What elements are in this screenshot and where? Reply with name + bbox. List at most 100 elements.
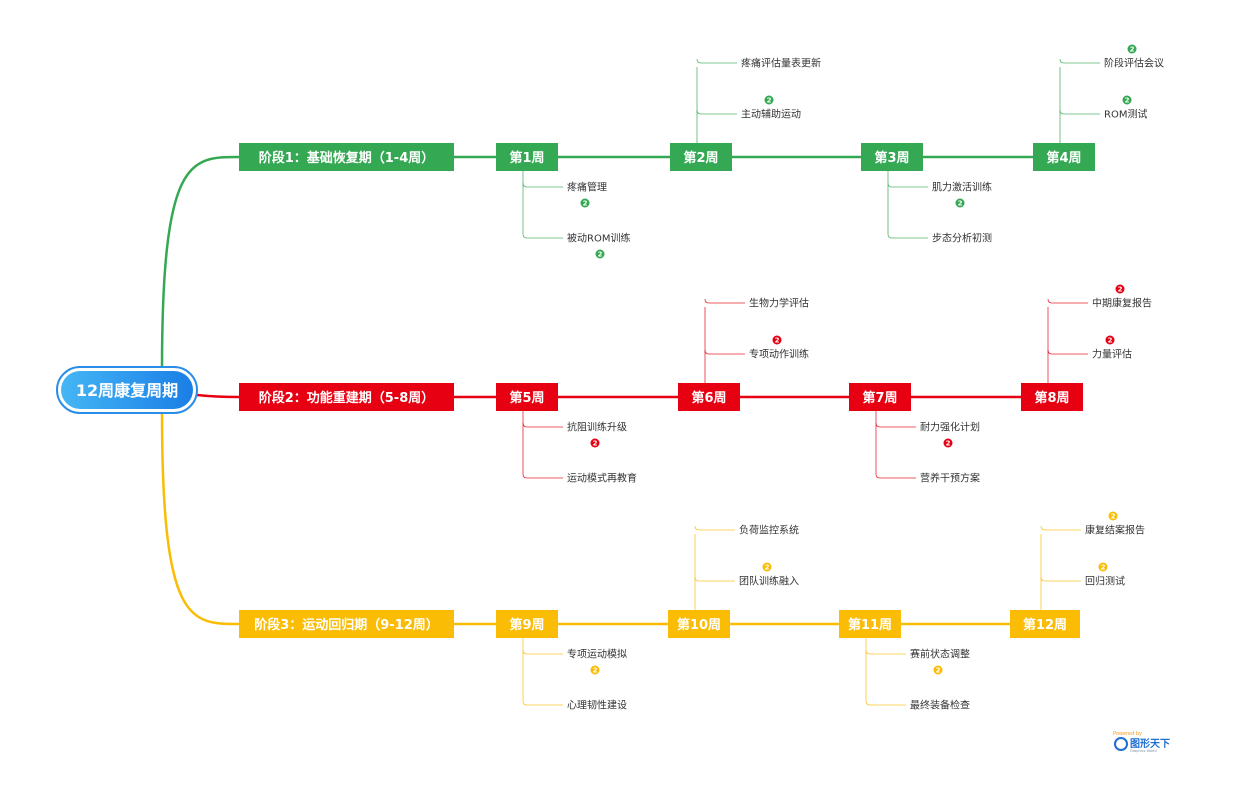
week-1-2-label: 第7周 (862, 390, 897, 406)
logo-sub-text: Graphics World (1130, 749, 1157, 753)
week-1-0-label: 第5周 (509, 390, 544, 406)
task-2-1-1-label: 团队训练融入 (739, 575, 799, 588)
connector-week-2-2-task-1 (865, 700, 906, 706)
connector-week-1-0-task-1 (522, 473, 563, 479)
task-1-3-1-badge-dot (1105, 335, 1115, 345)
connector-week-1-3-task-1 (1047, 349, 1088, 355)
connector-week-0-1-task-0 (696, 58, 737, 64)
week-2-3-node[interactable]: 第12周 (1010, 610, 1080, 638)
task-1-3-1-badge-text: 2 (1108, 337, 1113, 345)
phase-2-box (239, 383, 454, 411)
week-1-0-node[interactable]: 第5周 (496, 383, 558, 411)
connector-week-2-1-task-0 (694, 525, 735, 531)
week-1-2-node[interactable]: 第7周 (849, 383, 911, 411)
week-0-2-box (861, 143, 923, 171)
task-2-2-0-badge-text: 2 (936, 667, 941, 675)
task-0-3-1-priority-badge: 2 (1122, 95, 1132, 105)
task-0-0-1-label: 被动ROM训练 (567, 232, 630, 245)
task-0-1-1-label: 主动辅助运动 (741, 108, 801, 121)
connector-week-1-1-task-1 (704, 349, 745, 355)
task-0-2-0-label: 肌力激活训练 (932, 181, 992, 194)
root-node-fill (61, 371, 193, 409)
week-0-1-box (670, 143, 732, 171)
task-0-3-1-badge-text: 2 (1125, 97, 1130, 105)
task-0-0-0-priority-badge: 2 (580, 198, 590, 208)
task-0-2-0-badge-dot (955, 198, 965, 208)
task-0-0-1-priority-badge: 2 (595, 249, 605, 259)
week-2-1-box (668, 610, 730, 638)
week-2-1-node[interactable]: 第10周 (668, 610, 730, 638)
phase-1-box (239, 143, 454, 171)
task-0-0-1-badge-dot (595, 249, 605, 259)
week-2-3-box (1010, 610, 1080, 638)
week-0-1-node[interactable]: 第2周 (670, 143, 732, 171)
task-0-3-1-label: ROM测试 (1104, 108, 1147, 121)
task-2-1-1-priority-badge: 2 (762, 562, 772, 572)
task-0-1-0-label: 疼痛评估量表更新 (741, 57, 821, 70)
task-2-2-0-badge-dot (933, 665, 943, 675)
week-0-2-node[interactable]: 第3周 (861, 143, 923, 171)
task-0-0-1-badge-text: 2 (598, 251, 603, 259)
task-0-1-1-badge-dot (764, 95, 774, 105)
task-1-0-0-priority-badge: 2 (590, 438, 600, 448)
connector-week-1-3-task-0 (1047, 298, 1088, 304)
week-1-3-node[interactable]: 第8周 (1021, 383, 1083, 411)
task-2-3-0-label: 康复结案报告 (1085, 524, 1145, 537)
connector-root-phase-1 (160, 155, 240, 371)
task-1-0-0-badge-text: 2 (593, 440, 598, 448)
task-2-3-1-label: 回归测试 (1085, 575, 1125, 588)
task-2-1-1-badge-dot (762, 562, 772, 572)
connector-week-1-1-task-0 (704, 298, 745, 304)
phase-2-node[interactable]: 阶段2：功能重建期（5-8周） (239, 383, 454, 411)
task-1-1-1-label: 专项动作训练 (749, 348, 809, 361)
connector-week-2-3-task-1 (1040, 576, 1081, 582)
week-0-0-node[interactable]: 第1周 (496, 143, 558, 171)
connector-week-0-2-task-1 (887, 233, 928, 239)
week-2-2-node[interactable]: 第11周 (839, 610, 901, 638)
connector-week-2-0-task-1 (522, 700, 563, 706)
task-0-0-0-badge-text: 2 (583, 200, 588, 208)
task-1-3-1-priority-badge: 2 (1105, 335, 1115, 345)
task-1-2-0-badge-dot (943, 438, 953, 448)
week-1-1-node[interactable]: 第6周 (678, 383, 740, 411)
task-2-3-0-badge-dot (1108, 511, 1118, 521)
task-1-0-0-badge-dot (590, 438, 600, 448)
task-1-1-1-priority-badge: 2 (772, 335, 782, 345)
connector-week-0-2-task-0 (887, 182, 928, 188)
task-2-2-1-label: 最终装备检查 (910, 699, 970, 712)
connector-week-2-3-task-0 (1040, 525, 1081, 531)
task-1-3-1-label: 力量评估 (1092, 348, 1132, 361)
week-2-2-box (839, 610, 901, 638)
connector-week-2-2-task-0 (865, 649, 906, 655)
week-2-2-label: 第11周 (848, 617, 892, 633)
task-0-3-0-badge-text: 2 (1130, 46, 1135, 54)
week-0-2-label: 第3周 (874, 150, 909, 166)
task-2-3-1-badge-text: 2 (1101, 564, 1106, 572)
task-1-0-0-label: 抗阻训练升级 (567, 421, 627, 434)
task-1-2-1-label: 营养干预方案 (920, 472, 980, 485)
connector-week-0-0-task-1 (522, 233, 563, 239)
connector-week-1-2-task-0 (875, 422, 916, 428)
phase-1-node[interactable]: 阶段1：基础恢复期（1-4周） (239, 143, 454, 171)
week-1-3-box (1021, 383, 1083, 411)
week-0-3-node[interactable]: 第4周 (1033, 143, 1095, 171)
phase-3-node[interactable]: 阶段3：运动回归期（9-12周） (239, 610, 454, 638)
task-2-1-1-badge-text: 2 (765, 564, 770, 572)
week-0-3-label: 第4周 (1046, 150, 1081, 166)
week-1-1-box (678, 383, 740, 411)
root-node[interactable]: 12周康复周期 (56, 366, 198, 414)
week-2-3-label: 第12周 (1023, 617, 1067, 633)
connector-week-0-3-task-1 (1059, 109, 1100, 115)
connector-week-0-3-task-0 (1059, 58, 1100, 64)
task-0-2-0-badge-text: 2 (958, 200, 963, 208)
connector-week-2-1-task-1 (694, 576, 735, 582)
week-2-0-node[interactable]: 第9周 (496, 610, 558, 638)
task-0-2-1-label: 步态分析初测 (932, 232, 992, 245)
task-0-1-1-badge-text: 2 (767, 97, 772, 105)
connector-week-0-0-task-0 (522, 182, 563, 188)
week-0-3-box (1033, 143, 1095, 171)
root-title: 12周康复周期 (76, 381, 178, 400)
task-0-3-0-badge-dot (1127, 44, 1137, 54)
week-2-0-box (496, 610, 558, 638)
